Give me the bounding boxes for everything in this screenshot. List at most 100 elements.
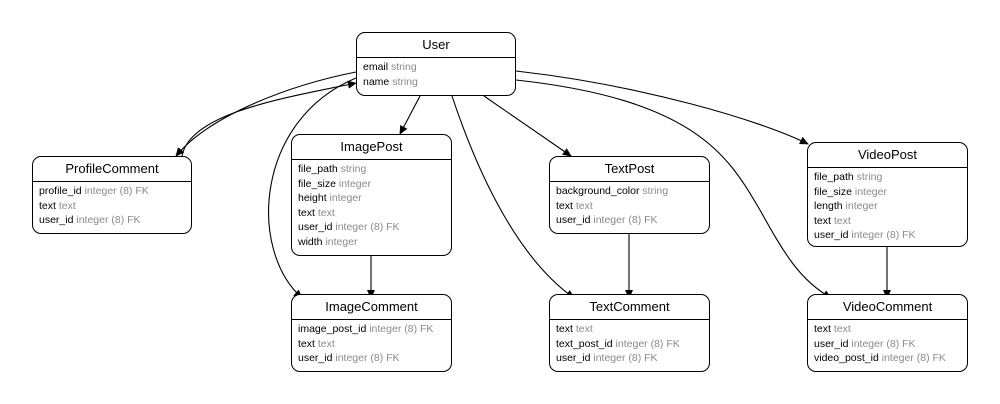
field-type: string: [642, 185, 669, 197]
field-name: user_id: [39, 214, 74, 227]
field-type: integer (8) FK: [881, 352, 946, 365]
entity-title: User: [357, 33, 515, 58]
field-type: integer (8) FK: [593, 352, 658, 365]
field-name: file_path: [298, 163, 338, 175]
field-type: text: [575, 199, 593, 212]
field-row: file_path string: [298, 162, 445, 177]
entity-fields: profile_id integer (8) FK text text user…: [33, 182, 191, 228]
entity-text-post: TextPost background_color string text te…: [549, 156, 710, 234]
edge-user-to-textcomment: [451, 95, 575, 299]
entity-fields: file_path string file_size integer heigh…: [292, 160, 451, 250]
field-row: height integer: [298, 191, 445, 206]
field-name: user_id: [814, 229, 849, 242]
field-row: user_id integer (8) FK: [298, 220, 445, 235]
entity-fields: email string name string: [357, 58, 515, 89]
field-type: integer (8) FK: [84, 185, 149, 197]
entity-fields: image_post_id integer (8) FK text text u…: [292, 320, 451, 366]
field-row: video_post_id integer (8) FK: [814, 351, 961, 366]
field-name: user_id: [814, 337, 849, 350]
field-type: integer: [329, 192, 362, 205]
field-name: file_size: [814, 185, 852, 198]
field-row: user_id integer (8) FK: [39, 213, 185, 228]
field-type: integer (8) FK: [76, 214, 141, 227]
field-type: integer (8) FK: [369, 323, 434, 335]
entity-user: User email string name string: [356, 32, 516, 96]
entity-title: VideoPost: [808, 143, 967, 168]
field-name: text_post_id: [556, 337, 613, 350]
field-row: text text: [814, 214, 961, 229]
field-type: string: [391, 61, 417, 73]
field-type: text: [575, 323, 593, 335]
field-type: integer (8) FK: [335, 352, 400, 365]
field-row: user_id integer (8) FK: [556, 351, 703, 366]
field-type: text: [58, 199, 76, 212]
field-type: text: [317, 206, 335, 219]
field-row: text_post_id integer (8) FK: [556, 337, 703, 352]
entity-fields: text text user_id integer (8) FK video_p…: [808, 320, 967, 366]
entity-profile-comment: ProfileComment profile_id integer (8) FK…: [32, 156, 192, 234]
field-name: file_size: [298, 177, 336, 190]
field-name: user_id: [556, 214, 591, 227]
field-row: email string: [363, 60, 509, 75]
field-name: user_id: [298, 221, 333, 234]
field-row: file_path string: [814, 170, 961, 185]
entity-title: VideoComment: [808, 295, 967, 320]
field-name: width: [298, 235, 323, 248]
edge-user-to-textpost: [483, 95, 572, 157]
field-row: file_size integer: [814, 185, 961, 200]
edge-user-to-videopost: [515, 70, 809, 145]
field-type: integer (8) FK: [851, 337, 916, 350]
entity-image-post: ImagePost file_path string file_size int…: [291, 134, 452, 256]
edge-user-to-profilecomment: [175, 71, 357, 157]
entity-text-comment: TextComment text text text_post_id integ…: [549, 294, 710, 372]
field-type: integer (8) FK: [593, 214, 658, 227]
field-row: user_id integer (8) FK: [556, 213, 703, 228]
entity-image-comment: ImageComment image_post_id integer (8) F…: [291, 294, 452, 372]
field-row: text text: [298, 206, 445, 221]
field-row: user_id integer (8) FK: [814, 337, 961, 352]
field-name: file_path: [814, 171, 854, 183]
edge-user-to-videocomment: [515, 79, 832, 299]
field-type: integer: [325, 235, 358, 248]
field-row: text text: [298, 337, 445, 352]
field-name: length: [814, 200, 843, 213]
field-type: text: [833, 214, 851, 227]
field-row: text text: [556, 199, 703, 214]
field-name: height: [298, 192, 327, 205]
field-type: string: [856, 171, 883, 183]
edge-user-to-imagecomment: [268, 77, 357, 299]
field-name: email: [363, 61, 389, 73]
field-type: text: [317, 337, 335, 350]
field-type: integer: [845, 200, 878, 213]
entity-title: ProfileComment: [33, 157, 191, 182]
field-name: user_id: [298, 352, 333, 365]
field-type: integer (8) FK: [615, 337, 680, 350]
field-row: text text: [814, 322, 961, 337]
field-name: user_id: [556, 352, 591, 365]
entity-video-post: VideoPost file_path string file_size int…: [807, 142, 968, 247]
entity-fields: text text text_post_id integer (8) FK us…: [550, 320, 709, 366]
entity-fields: background_color string text text user_i…: [550, 182, 709, 228]
field-name: video_post_id: [814, 352, 879, 365]
entity-title: TextPost: [550, 157, 709, 182]
edge-profilecomment-to-user: [181, 80, 357, 157]
field-row: user_id integer (8) FK: [814, 228, 961, 243]
field-row: image_post_id integer (8) FK: [298, 322, 445, 337]
field-row: name string: [363, 75, 509, 90]
field-name: text: [814, 214, 831, 227]
field-name: text: [39, 199, 56, 212]
field-row: text text: [556, 322, 703, 337]
entity-fields: file_path string file_size integer lengt…: [808, 168, 967, 243]
field-name: image_post_id: [298, 323, 367, 335]
field-type: integer: [854, 185, 887, 198]
field-type: string: [392, 75, 418, 88]
field-type: integer (8) FK: [335, 221, 400, 234]
edge-user-to-imagepost: [399, 95, 421, 135]
entity-video-comment: VideoComment text text user_id integer (…: [807, 294, 968, 372]
field-row: width integer: [298, 235, 445, 250]
field-type: text: [833, 323, 851, 335]
entity-title: TextComment: [550, 295, 709, 320]
field-row: length integer: [814, 199, 961, 214]
field-name: text: [556, 199, 573, 212]
